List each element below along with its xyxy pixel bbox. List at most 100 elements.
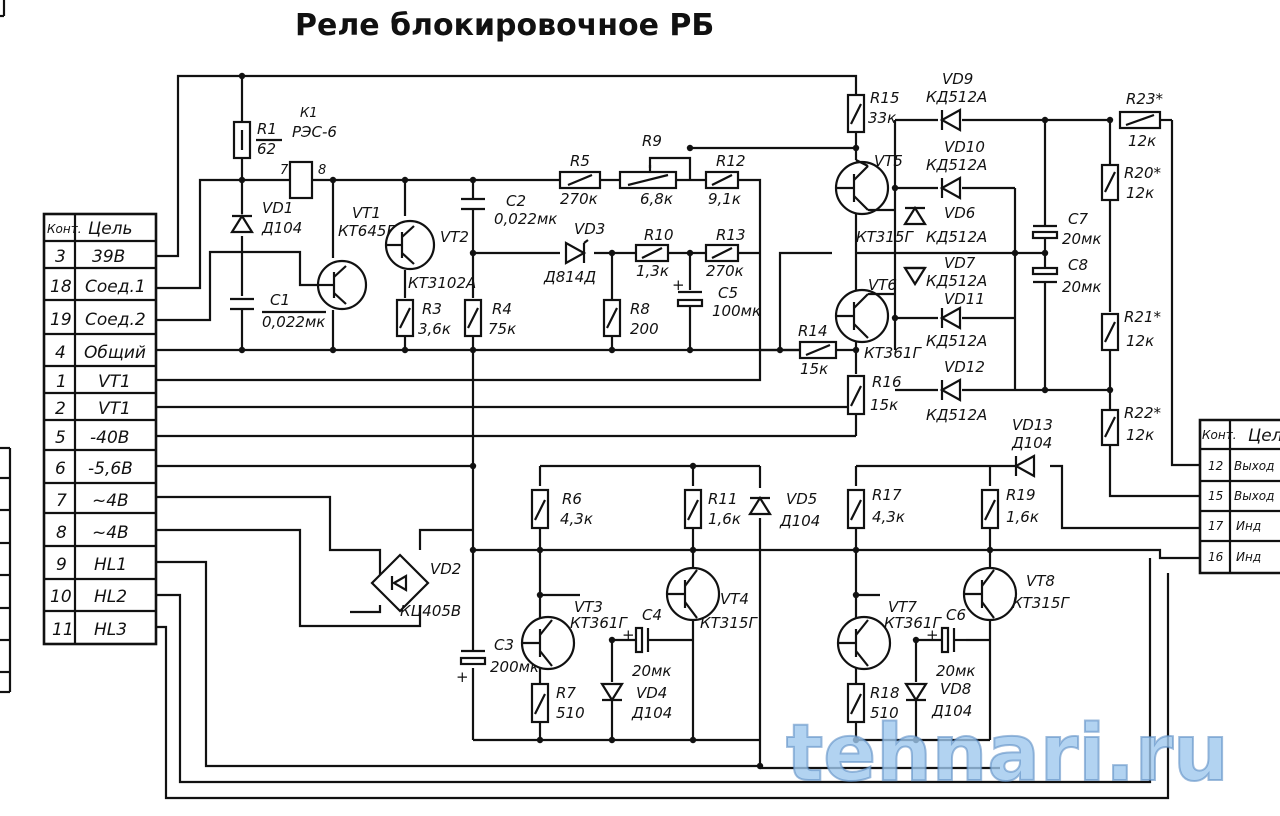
left-table-pin: 6	[55, 459, 66, 479]
svg-text:R13: R13	[716, 226, 746, 244]
diode-vd7: VD7 КД512А	[903, 254, 987, 290]
svg-text:R12: R12	[716, 152, 746, 170]
svg-text:75к: 75к	[488, 320, 516, 338]
svg-text:КД512А: КД512А	[926, 88, 987, 106]
left-table-pin: 2	[55, 399, 66, 419]
svg-text:VT8: VT8	[1026, 572, 1055, 590]
svg-text:R9: R9	[642, 132, 662, 150]
svg-text:20мк: 20мк	[632, 662, 671, 680]
svg-text:РЭС-6: РЭС-6	[292, 123, 337, 141]
left-table-net: ~4В	[92, 523, 129, 543]
diode-vd1: VD1 Д104	[230, 199, 302, 237]
resistor-r21: R21* 12к	[1100, 308, 1162, 352]
resistor-r8: R8 200	[602, 298, 659, 338]
svg-text:200: 200	[630, 320, 659, 338]
svg-text:12к: 12к	[1126, 426, 1154, 444]
svg-text:КД512А: КД512А	[926, 406, 987, 424]
left-table-net: HL1	[94, 555, 127, 575]
svg-text:КД512А: КД512А	[926, 332, 987, 350]
left-table-net: HL3	[94, 620, 127, 640]
resistor-r10: R10 1,3к	[634, 226, 674, 280]
diode-vd11: VD11 КД512А	[926, 290, 987, 350]
svg-text:R19: R19	[1006, 486, 1036, 504]
transistor-vt3: VT3 КТ361Г	[520, 598, 628, 671]
transistor-vt8: VT8 КТ315Г	[962, 566, 1070, 622]
svg-text:0,022мк: 0,022мк	[262, 313, 325, 331]
left-table-pin: 11	[52, 620, 74, 640]
resistor-r5: R5 270к	[558, 152, 602, 208]
svg-text:R3: R3	[422, 300, 442, 318]
svg-text:+: +	[622, 626, 635, 644]
left-table-pin: 1	[56, 372, 67, 392]
relay-k1: К1 РЭС-6 7 8	[280, 106, 337, 200]
svg-text:Д104: Д104	[1011, 434, 1052, 452]
resistor-r11: R11 1,6к	[683, 488, 741, 530]
capacitor-c8: C8 20мк	[1031, 253, 1101, 296]
diode-vd12: VD12 КД512А	[926, 358, 987, 424]
svg-text:VT5: VT5	[874, 152, 903, 170]
svg-text:R4: R4	[492, 300, 512, 318]
svg-text:C7: C7	[1068, 210, 1088, 228]
svg-text:+: +	[456, 668, 469, 686]
svg-text:C1: C1	[270, 291, 290, 309]
svg-text:R22*: R22*	[1124, 404, 1162, 422]
diode-vd4: VD4 Д104	[600, 682, 672, 722]
svg-text:510: 510	[556, 704, 585, 722]
svg-text:Д104: Д104	[779, 512, 820, 530]
right-table-header-pin: Конт.	[1202, 428, 1237, 442]
svg-text:200мк: 200мк	[490, 658, 539, 676]
svg-text:КТ361Г: КТ361Г	[570, 614, 628, 632]
svg-text:R6: R6	[562, 490, 582, 508]
svg-text:510: 510	[870, 704, 899, 722]
svg-text:C2: C2	[506, 192, 526, 210]
diode-vd13: VD13 Д104	[1011, 416, 1053, 478]
svg-text:+: +	[672, 276, 685, 294]
left-table-pin: 4	[55, 343, 66, 363]
svg-text:20мк: 20мк	[1062, 278, 1101, 296]
svg-text:VD6: VD6	[944, 204, 975, 222]
svg-text:R17: R17	[872, 486, 902, 504]
left-table-net: VT1	[98, 399, 131, 419]
resistor-r18: R18 510	[846, 682, 900, 724]
transistor-vt4: VT4 КТ315Г	[665, 566, 758, 632]
svg-text:12к: 12к	[1126, 184, 1154, 202]
svg-text:КТ361Г: КТ361Г	[864, 344, 922, 362]
left-table-pin: 3	[55, 247, 66, 267]
left-table-net: VT1	[98, 372, 131, 392]
svg-text:VD10: VD10	[944, 138, 985, 156]
svg-text:VD12: VD12	[944, 358, 985, 376]
svg-text:R21*: R21*	[1124, 308, 1162, 326]
svg-text:20мк: 20мк	[1062, 230, 1101, 248]
svg-text:VD4: VD4	[636, 684, 667, 702]
left-table-net: Общий	[84, 343, 146, 363]
svg-text:VD5: VD5	[786, 490, 817, 508]
left-table-pin: 9	[56, 555, 67, 575]
diode-vd10: VD10 КД512А	[926, 138, 987, 200]
svg-text:12к: 12к	[1126, 332, 1154, 350]
transistor-vt2: VT2 КТ3102А	[384, 219, 476, 292]
resistor-r22: R22* 12к	[1100, 404, 1162, 447]
resistor-r17: R17 4,3к	[846, 486, 905, 530]
left-table-pin: 5	[55, 428, 66, 448]
svg-text:VD1: VD1	[262, 199, 293, 217]
resistor-r19: R19 1,6к	[980, 486, 1039, 530]
svg-text:Д814Д: Д814Д	[543, 268, 596, 286]
svg-text:8: 8	[318, 163, 326, 178]
transistor-vt7: VT7 КТ361Г	[836, 598, 942, 671]
svg-text:1,6к: 1,6к	[708, 510, 741, 528]
svg-text:К1: К1	[300, 106, 318, 121]
svg-text:VD9: VD9	[942, 70, 973, 88]
svg-text:VT3: VT3	[574, 598, 603, 616]
right-table-header-net: Цел	[1248, 426, 1280, 446]
svg-text:R8: R8	[630, 300, 650, 318]
right-table-net: Выход	[1234, 489, 1274, 503]
resistor-r7: R7 510	[530, 682, 585, 724]
capacitor-c4: + C4 20мк	[622, 606, 671, 680]
left-table-net: Соед.1	[85, 277, 146, 297]
svg-text:R10: R10	[644, 226, 674, 244]
svg-text:7: 7	[280, 163, 289, 178]
svg-text:R20*: R20*	[1124, 164, 1162, 182]
right-table-net: Выход	[1234, 459, 1274, 473]
svg-text:VD7: VD7	[944, 254, 976, 272]
svg-text:VD3: VD3	[574, 220, 605, 238]
